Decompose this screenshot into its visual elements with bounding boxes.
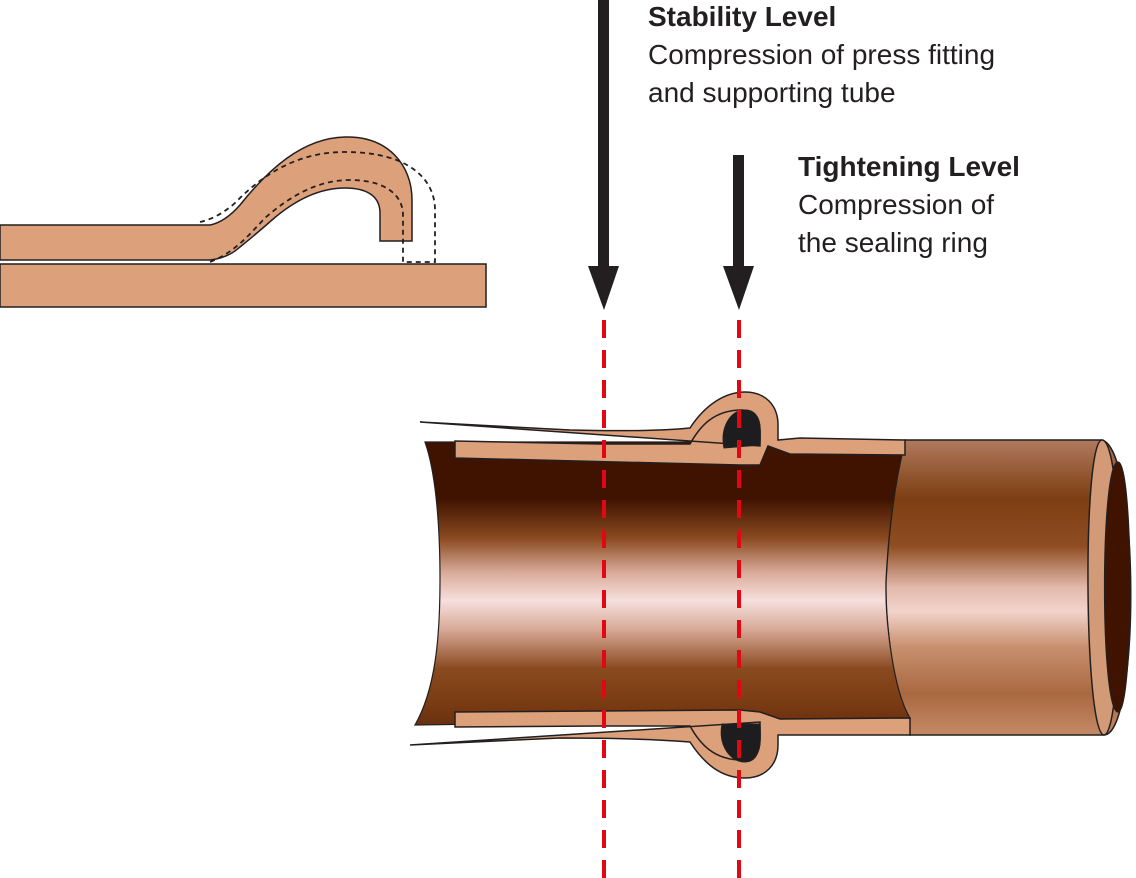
pipe-interior xyxy=(413,441,912,726)
tightening-level-arrow xyxy=(723,155,754,310)
outer-fitting-end-inner xyxy=(1103,461,1131,713)
tightening-level-title: Tightening Level xyxy=(798,151,1020,182)
fitting-outline-before-press xyxy=(199,151,436,263)
cross-section-detail xyxy=(0,136,487,308)
supporting-tube-section xyxy=(0,263,487,308)
stability-level-title: Stability Level xyxy=(648,1,837,32)
fitting-section-pressed xyxy=(0,136,413,261)
sealing-ring-top xyxy=(722,409,761,449)
pipe-assembly xyxy=(409,391,1132,779)
stability-level-label: Stability Level Compression of press fit… xyxy=(648,0,995,112)
fitting-wall-top xyxy=(419,391,906,466)
tightening-level-desc-line1: Compression of xyxy=(798,189,995,220)
tightening-level-label: Tightening Level Compression of the seal… xyxy=(798,148,1020,262)
fitting-wall-bottom xyxy=(409,709,911,779)
stability-level-desc-line2: and supporting tube xyxy=(648,77,896,108)
tightening-level-desc-line2: the sealing ring xyxy=(798,227,988,258)
stability-level-arrow xyxy=(588,0,619,310)
stability-level-desc-line1: Compression of press fitting xyxy=(648,39,996,70)
